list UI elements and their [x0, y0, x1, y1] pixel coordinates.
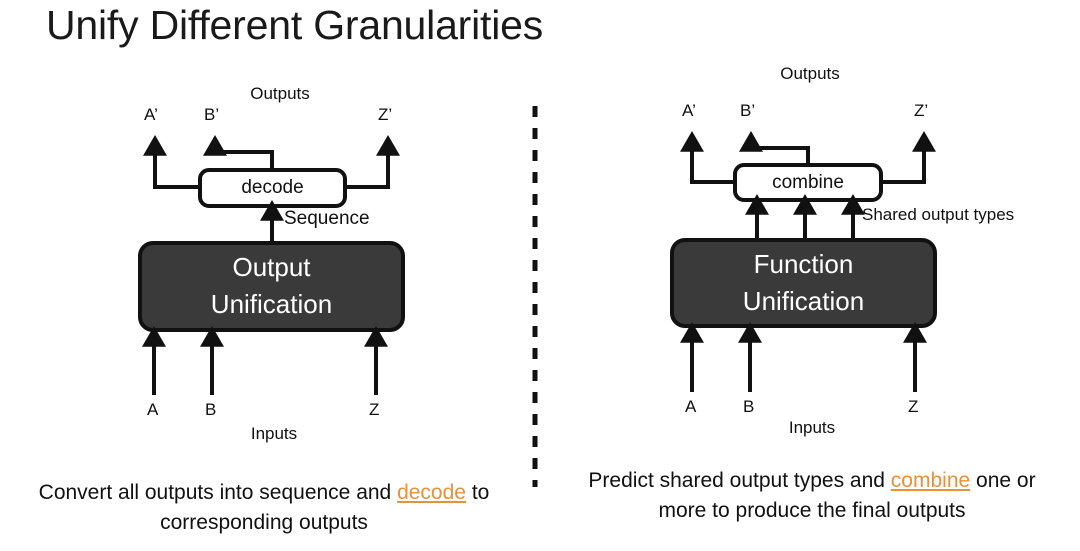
edge-decode-to-A-prime [143, 135, 200, 189]
left-output-node-a-prime: A’ [144, 105, 158, 124]
edge-decode-to-B-prime [203, 135, 274, 170]
right-outputs-label: Outputs [780, 64, 840, 83]
function-unification-line-1: Function [753, 249, 854, 279]
right-panel-graphics [670, 131, 937, 392]
output-unification-box [138, 241, 405, 332]
edge-combine-to-A-prime [680, 131, 735, 184]
page-title: Unify Different Granularities [46, 2, 544, 48]
left-outputs-label: Outputs [250, 84, 310, 103]
shared-output-types-label: Shared output types [862, 205, 1015, 224]
output-unification-line-2: Unification [210, 288, 333, 319]
function-unification-box [670, 238, 937, 328]
right-inputs-label: Inputs [788, 418, 836, 437]
sequence-edge-label: Sequence [284, 208, 370, 229]
left-caption-after: to corresponding outputs [160, 481, 490, 534]
right-input-node-z: Z [908, 397, 919, 416]
edge-combine-to-B-prime [739, 131, 810, 165]
left-output-node-z-prime: Z’ [378, 105, 393, 124]
output-unification-line-1: Output [232, 252, 311, 282]
combine-box-label: combine [772, 172, 844, 193]
left-inputs-label: Inputs [250, 424, 298, 443]
function-unification-box-text: Function Unification [672, 246, 935, 320]
right-input-node-a: A [685, 397, 697, 416]
right-panel-caption: Predict shared output types and combine … [572, 466, 1052, 526]
left-input-node-z: Z [369, 400, 380, 419]
edge-decode-to-Z-prime [345, 135, 400, 189]
right-output-node-a-prime: A’ [682, 101, 696, 120]
function-unification-line-2: Unification [742, 285, 865, 316]
decode-box-label: decode [241, 177, 304, 198]
right-input-node-b: B [743, 397, 755, 416]
output-unification-box-text: Output Unification [140, 249, 403, 323]
left-panel-graphics [138, 135, 405, 395]
left-input-node-b: B [205, 400, 217, 419]
left-input-node-a: A [147, 400, 159, 419]
left-caption-highlight: decode [397, 481, 466, 504]
left-output-node-b-prime: B’ [204, 105, 220, 124]
right-caption-before: Predict shared output types and [588, 469, 885, 492]
right-output-node-b-prime: B’ [740, 101, 756, 120]
right-caption-highlight: combine [890, 469, 971, 492]
right-caption-after: one or more to produce the final outputs [658, 469, 1036, 522]
left-caption-before: Convert all outputs into sequence and [38, 481, 392, 504]
left-panel-caption: Convert all outputs into sequence and de… [24, 478, 504, 538]
right-output-node-z-prime: Z’ [914, 101, 929, 120]
edge-combine-to-Z-prime [881, 131, 936, 184]
